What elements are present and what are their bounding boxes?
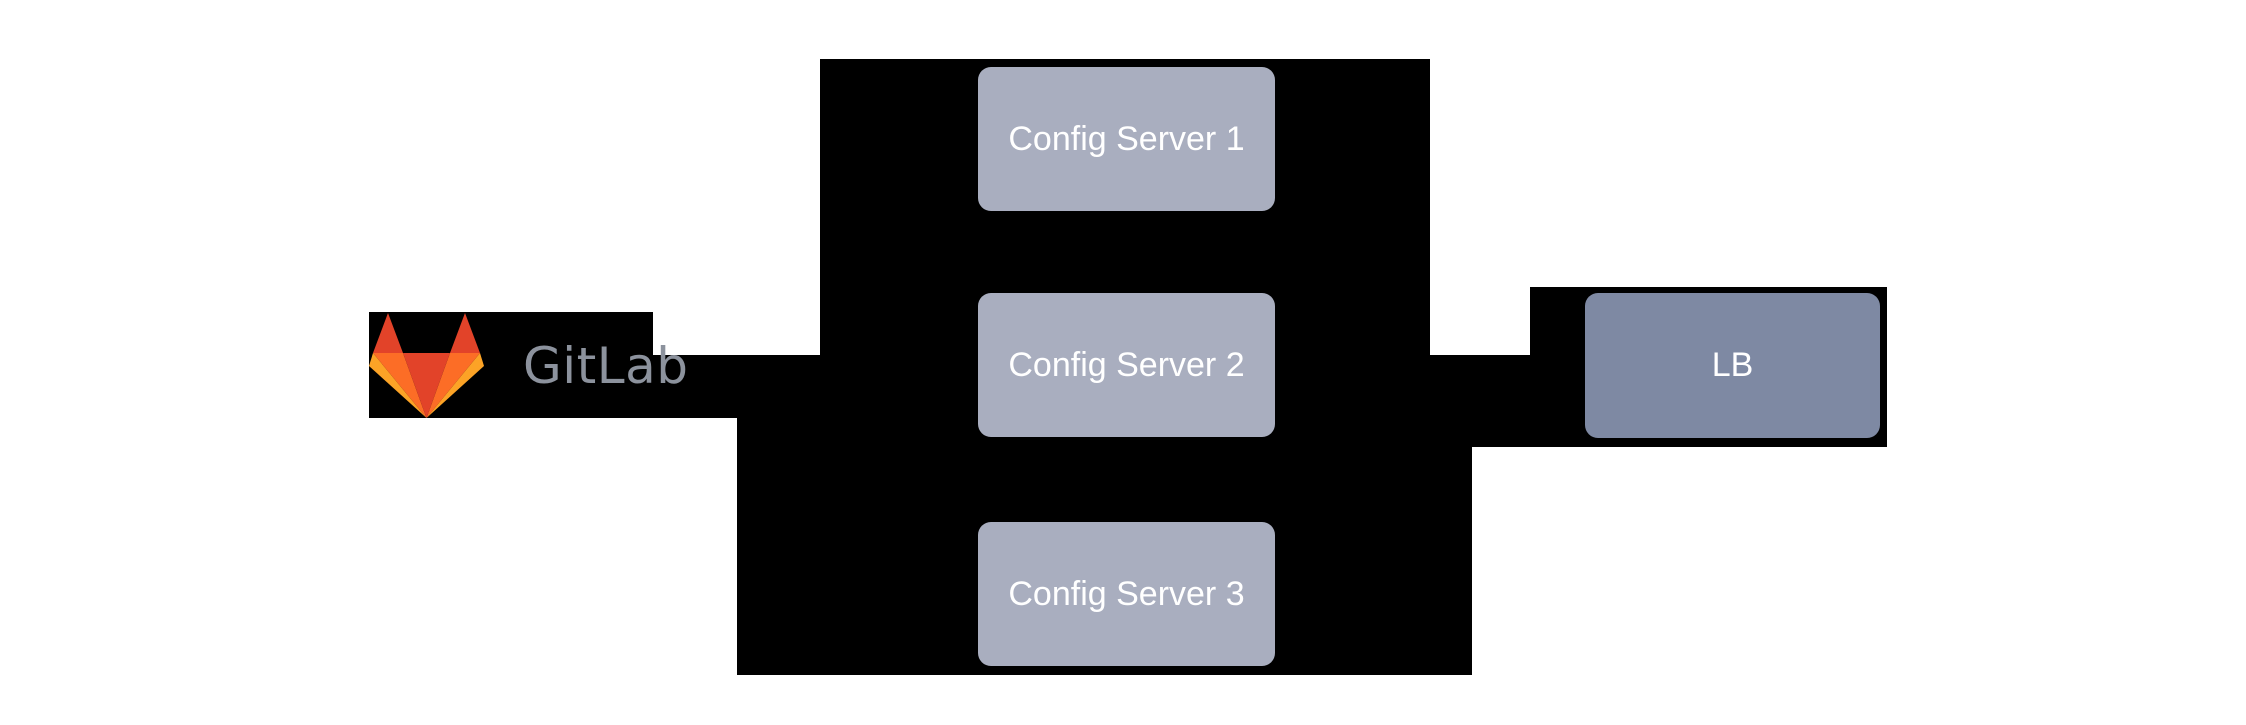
- connector-region-lower-left-leg: [737, 418, 820, 675]
- connector-region-gitlab-to-central: [653, 355, 820, 418]
- node-lb: LB: [1585, 293, 1880, 438]
- node-label-config-server-2: Config Server 2: [1008, 345, 1245, 384]
- gitlab-tanuki-icon: [369, 313, 484, 418]
- node-config-server-2: Config Server 2: [978, 293, 1275, 437]
- connector-region-lower-right-sliver: [1430, 355, 1472, 675]
- gitlab-wordmark: GitLab: [523, 337, 689, 395]
- node-config-server-3: Config Server 3: [978, 522, 1275, 666]
- tanuki-right-mid: [426, 353, 480, 418]
- tanuki-center: [403, 353, 450, 418]
- tanuki-left-ear: [373, 313, 403, 353]
- connector-region-arm-gap-fill: [1472, 355, 1530, 447]
- tanuki-left-wing: [369, 353, 427, 418]
- node-label-config-server-3: Config Server 3: [1008, 574, 1245, 613]
- node-config-server-1: Config Server 1: [978, 67, 1275, 211]
- tanuki-right-wing: [426, 353, 484, 418]
- tanuki-left-mid: [373, 353, 427, 418]
- node-label-config-server-1: Config Server 1: [1008, 119, 1245, 158]
- gitlab-logo: GitLab: [369, 313, 688, 418]
- node-label-lb: LB: [1711, 346, 1754, 384]
- tanuki-right-ear: [450, 313, 480, 353]
